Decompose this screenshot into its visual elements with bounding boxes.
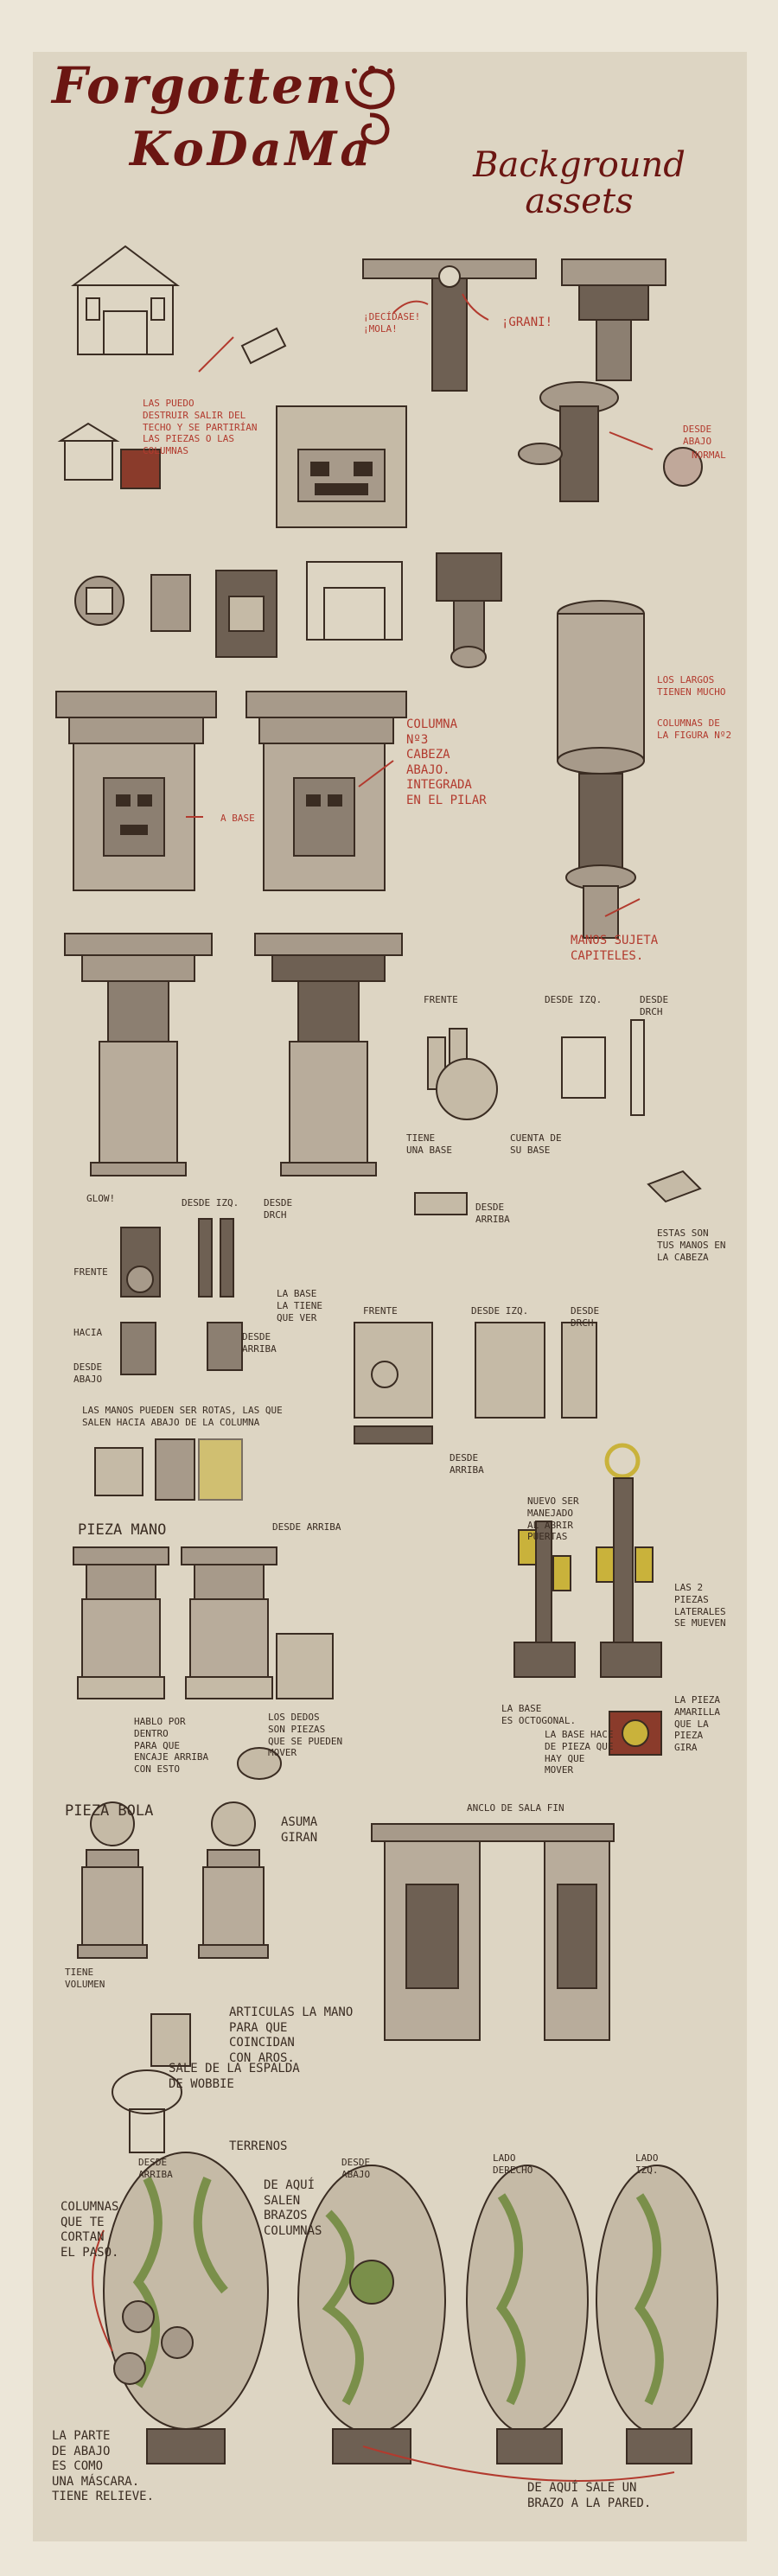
pipe-sketch [240, 327, 287, 365]
hand-sketch-2 [120, 1218, 243, 1375]
note-nuevo-ser: Nuevo ser manejado al abrir puertas [527, 1495, 579, 1543]
hand-piece-column-right [181, 1546, 277, 1699]
terrain-egg-4 [596, 2165, 718, 2464]
note-las2: Las 2 piezas laterales se mueven [674, 1582, 726, 1629]
terrain-egg-1 [103, 2152, 269, 2464]
section-title-line1: Background [473, 145, 686, 185]
column-head-right [246, 691, 407, 891]
note-frente2: Frente [73, 1266, 108, 1278]
note-columna2: Columnas de la figura nº2 [657, 717, 732, 741]
note-normal: Normal [692, 450, 726, 461]
note-pieza-mano: Pieza Mano [78, 1521, 167, 1539]
note-frente1: Frente [424, 994, 458, 1005]
note-hacia: Hacia [73, 1327, 103, 1338]
note-grani: ¡Grani! [501, 316, 553, 329]
note-desdearriba1: Desde Arriba [475, 1202, 510, 1225]
hand-sketch-3 [354, 1322, 597, 1444]
totem-column-right [254, 933, 403, 1176]
note-labasehay: La base hace de pieza que hay que mover [545, 1729, 614, 1776]
hand-sketch-1 [427, 1019, 645, 1120]
note-terrenos: Terrenos [229, 2139, 288, 2153]
back-hand-sketch [112, 2013, 191, 2153]
note-deaqui2: De aquí sale un brazo a la pared. [527, 2481, 652, 2510]
note-desdearriba5: Desde Arriba [138, 2157, 173, 2180]
note-ladoderecho: Lado Derecho [493, 2152, 533, 2176]
note-labasetamb: La base la tiene que ver [277, 1288, 322, 1323]
note-hablo: Hablo por dentro para que encaje arriba … [134, 1716, 209, 1775]
note-asumagiran: Asuma Giran [281, 1815, 318, 1845]
totem-head-sketch [215, 570, 277, 658]
terrain-egg-2 [297, 2165, 446, 2464]
platform-sketch [518, 381, 703, 502]
pipe-sketch-2 [414, 1170, 702, 1215]
note-deshe: Desde Abajo [683, 424, 712, 447]
note-columna3: Columna nº3 Cabeza Abajo. [406, 717, 458, 777]
gate-sketch-2 [94, 1438, 243, 1501]
note-labase3: La base es octogonal. [501, 1703, 577, 1726]
spiral-icon [345, 66, 395, 145]
note-desdedch2: Desde Drch [264, 1197, 293, 1221]
note-deaqui: De aquí salen brazos columnas [264, 2178, 322, 2238]
note-desdeizq2: Desde Izq. [182, 1197, 239, 1208]
note-tiene-volumen: Tiene volumen [65, 1967, 105, 1990]
note-desdeabajo2: Desde Abajo [73, 1361, 103, 1385]
note-laspuedo: Las puedo destruir salir del techo y se … [143, 398, 258, 456]
note-desdeizq3: Desde Izq. [471, 1305, 529, 1317]
note-integrada: Integrada en el pilar [406, 778, 487, 807]
note-tienebase: Tiene una base [406, 1132, 452, 1156]
note-dicidase: ¡Decídase! ¡Mola! [363, 311, 421, 335]
note-desdearriba3: Desde Arriba [450, 1452, 484, 1476]
note-desdearriba4: Desde Arriba [272, 1521, 341, 1533]
note-lapieza: La pieza amarilla que la pieza gira [674, 1694, 720, 1753]
note-laparte: La parte de abajo es como una máscara. T… [52, 2429, 155, 2503]
note-sale: Sale de la espalda de Wobbie [169, 2062, 300, 2091]
note-pieza-bola: Pieza Bola [65, 1802, 154, 1820]
section-title: Background assets [458, 147, 700, 220]
game-title-line2: KoDaMa [130, 121, 374, 176]
note-loslargos: Los largos Tienen mucho [657, 674, 726, 698]
ball-piece-column-left [77, 1801, 148, 1959]
note-cuentabase: Cuenta de su base [510, 1132, 562, 1156]
note-anclo: Anclo de Sala Fin [467, 1802, 564, 1814]
note-desdearriba2: Desde Arriba [242, 1331, 277, 1355]
temple-facade-sketch [71, 245, 180, 355]
archway-sketch [306, 561, 403, 641]
mask-hanging-sketch [436, 552, 502, 668]
note-frente3: Frente [363, 1305, 398, 1317]
note-desdedch1: Desde Drch [640, 994, 669, 1017]
gear-sketch [74, 574, 191, 632]
final-room-pillars [371, 1823, 615, 2041]
note-articulas: Articulas la mano para que coincidan con… [229, 2005, 354, 2065]
capital-sketch [362, 258, 666, 392]
note-ladoizq: Lado Izq. [635, 2152, 659, 2176]
note-columnas-que: Columnas que te cortan el paso. [61, 2200, 119, 2260]
small-shrine-sketch [57, 422, 161, 489]
note-desdeizq1: Desde Izq. [545, 994, 603, 1005]
note-desdedch3: Desde Drch [571, 1305, 600, 1329]
terrain-egg-3 [466, 2165, 589, 2464]
note-manos: Manos Sujeta Capiteles. [571, 934, 659, 963]
ball-piece-column-right [198, 1801, 269, 1959]
note-estas: Estas son tus manos en la cabeza [657, 1227, 726, 1263]
game-title-line1: Forgotten [52, 56, 344, 115]
section-title-line2: assets [525, 182, 634, 221]
note-glow: Glow! [86, 1193, 116, 1204]
hand-piece-column-left [73, 1546, 169, 1699]
totem-column-left [64, 933, 213, 1176]
tall-column-sketch [557, 600, 645, 939]
fist-sketch [237, 1633, 334, 1780]
note-lasmanos: Las manos pueden ser rotas, las que sale… [82, 1405, 283, 1428]
note-labase: A Base [220, 813, 255, 824]
gate-face-sketch [276, 405, 407, 528]
ring-poles-sketch [513, 1443, 662, 1756]
column-head-left [55, 691, 217, 891]
note-losdedos: Los dedos son piezas que se pueden mover [268, 1712, 343, 1759]
note-desdeabajo5: Desde Abajo [341, 2157, 371, 2180]
